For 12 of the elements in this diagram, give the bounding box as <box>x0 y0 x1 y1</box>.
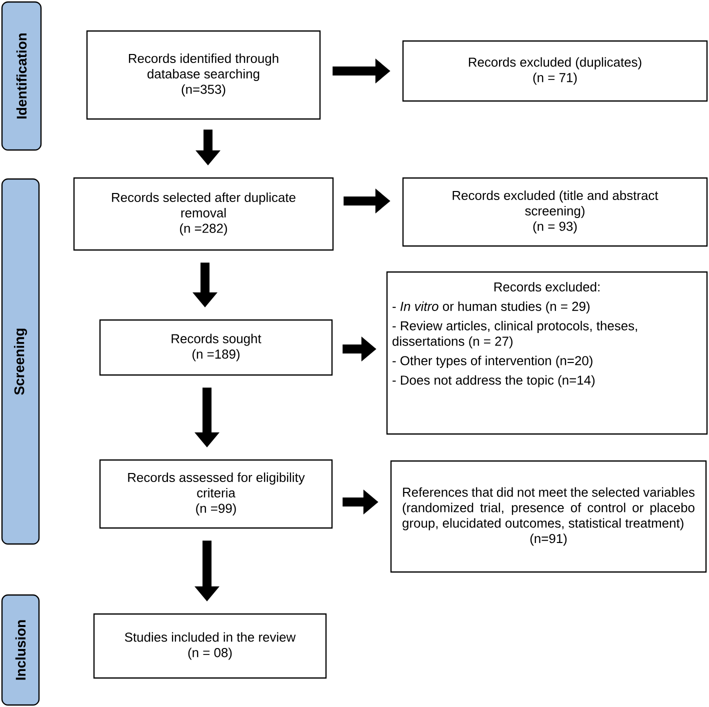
stage-band: Identification <box>1 1 42 151</box>
process-box: Studies included in the review (n = 08) <box>93 613 327 679</box>
process-box: Records assessed for eligibility criteria (n =99) <box>99 459 333 529</box>
process-box: Records excluded (title and abstract screening) (n = 93) <box>402 177 708 247</box>
process-box: References that did not meet the selected variables (randomized trial, presence of control or placebo group, elucidated outcomes, statistical treatment) (n=91) <box>390 460 707 573</box>
process-box: Records excluded: - In vitro or human studies (n = 29) - Review articles, clinical protocols, theses, dissertations (n = 27) - Other types of intervention (n=20) - Does not address the topic (n=14) <box>386 271 708 435</box>
stage-band: Screening <box>1 178 40 545</box>
process-box: Records identified through database searching (n=353) <box>86 30 321 120</box>
process-box: Records excluded (duplicates) (n = 71) <box>402 40 708 102</box>
process-box: Records sought (n =189) <box>99 319 333 376</box>
stage-band: Inclusion <box>1 594 40 706</box>
process-box: Records selected after duplicate removal (n =282) <box>73 177 334 251</box>
